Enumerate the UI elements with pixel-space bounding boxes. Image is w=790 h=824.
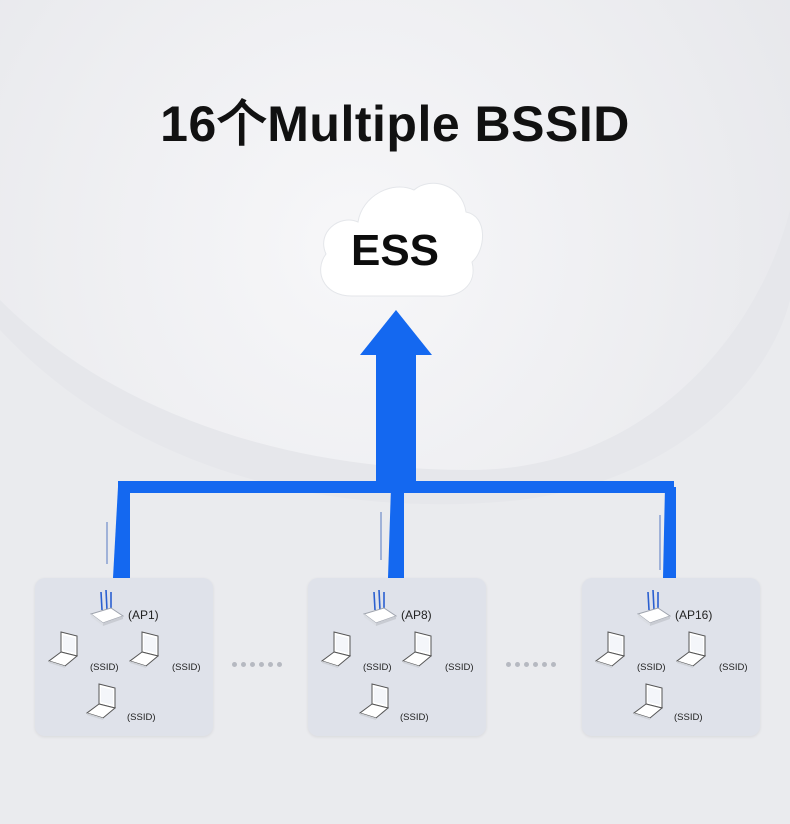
arrow-shaft [376, 352, 416, 487]
ap-label-16: (AP16) [675, 608, 713, 622]
ssid-label: (SSID) [637, 662, 666, 673]
ellipsis-icon [232, 654, 292, 667]
page-title: 16个Multiple BSSID [160, 96, 630, 152]
ap-label-1: (AP1) [128, 608, 159, 622]
router-icon [89, 589, 125, 631]
ssid-label: (SSID) [719, 662, 748, 673]
laptop-icon [128, 630, 172, 675]
drop-line-ap1 [113, 487, 130, 578]
ssid-label: (SSID) [172, 662, 201, 673]
cloud-icon [320, 182, 484, 297]
laptop-icon [47, 630, 91, 675]
laptop-icon [358, 682, 402, 727]
ellipsis-icon [506, 654, 566, 667]
connection-lines [113, 310, 676, 578]
ssid-label: (SSID) [90, 662, 119, 673]
router-icon [362, 589, 398, 631]
drop-line-ap8 [388, 487, 404, 578]
signal-lines [106, 512, 661, 570]
laptop-icon [401, 630, 445, 675]
laptop-icon [85, 682, 129, 727]
cloud-label: ESS [350, 226, 440, 275]
laptop-icon [632, 682, 676, 727]
laptop-icon [594, 630, 638, 675]
ap-label-8: (AP8) [401, 608, 432, 622]
ssid-label: (SSID) [127, 712, 156, 723]
drop-line-ap16 [663, 487, 676, 578]
ssid-label: (SSID) [674, 712, 703, 723]
ssid-label: (SSID) [363, 662, 392, 673]
router-icon [636, 589, 672, 631]
arrow-head [360, 310, 432, 355]
laptop-icon [675, 630, 719, 675]
laptop-icon [320, 630, 364, 675]
ssid-label: (SSID) [400, 712, 429, 723]
ssid-label: (SSID) [445, 662, 474, 673]
